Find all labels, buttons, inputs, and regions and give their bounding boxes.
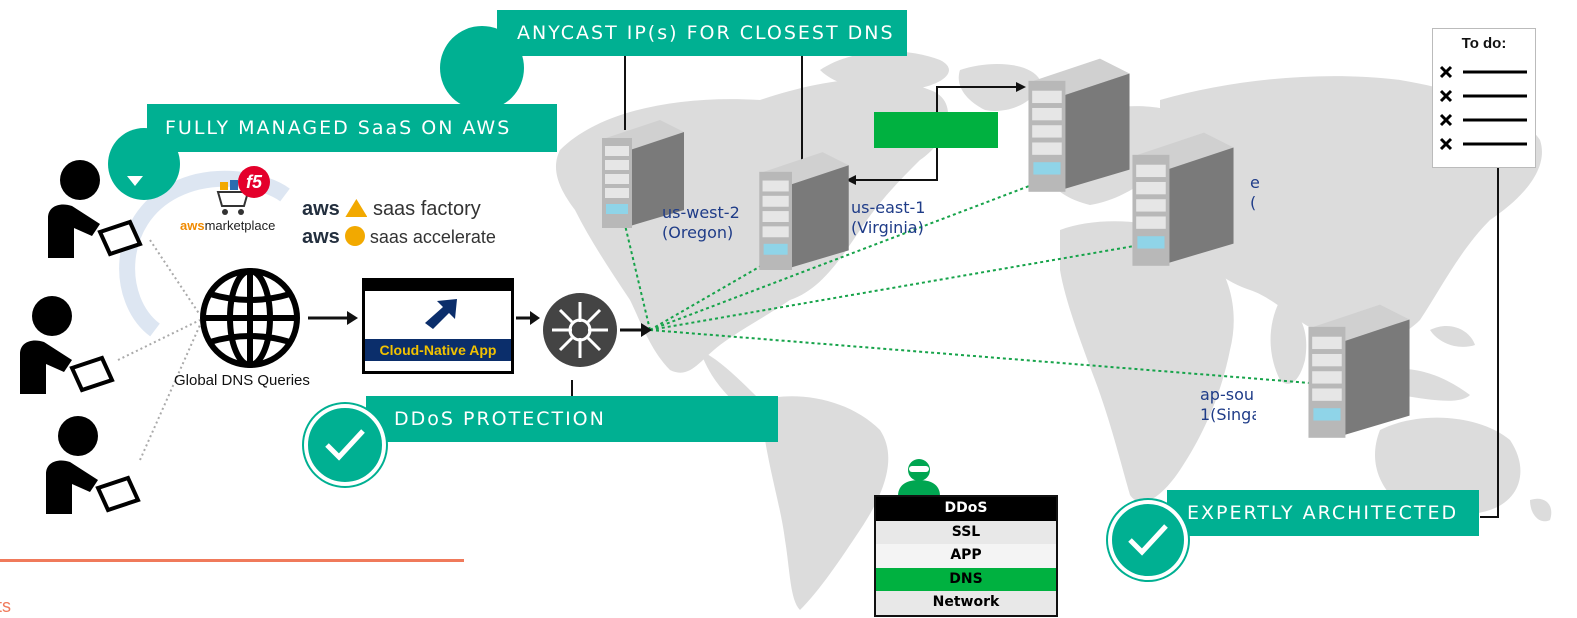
router-icon xyxy=(543,293,617,367)
saas-factory-logo: aws saas factory xyxy=(302,198,481,221)
region-us-west-2-name: (Oregon) xyxy=(662,223,734,242)
app-label-bar: Cloud-Native App xyxy=(365,339,511,361)
checkmark-icon xyxy=(325,429,365,461)
server-icon xyxy=(602,120,684,228)
region-us-east-1: us-east-1 (Virginia) xyxy=(851,198,925,238)
region-ap-south-name: 1(Singa xyxy=(1200,405,1256,424)
arrow-down-icon xyxy=(127,176,143,186)
marketplace-cart-icon xyxy=(216,180,250,215)
global-dns-label: Global DNS Queries xyxy=(174,372,310,389)
user-icon xyxy=(20,296,115,394)
managed-banner-label: FULLY MANAGED SaaS ON AWS xyxy=(165,117,512,139)
saas-factory-text: saas factory xyxy=(372,198,481,220)
todo-title: To do: xyxy=(1461,35,1507,52)
region-ap-south-code: ap-sou xyxy=(1200,385,1254,404)
user-icon xyxy=(48,160,143,258)
stack-layer-network: Network xyxy=(876,591,1056,615)
anycast-banner: ANYCAST IP(s) FOR CLOSEST DNS xyxy=(497,10,907,56)
footer-divider xyxy=(0,559,464,562)
server-icon xyxy=(1308,304,1410,438)
aws-marketplace-aws: aws xyxy=(180,218,205,233)
ddos-check-circle xyxy=(304,404,386,486)
stack-layer-ddos: DDoS xyxy=(876,497,1056,521)
region-ap-south: ap-sou 1(Singa xyxy=(1200,385,1256,425)
f5-logo: f5 xyxy=(238,166,270,198)
region-us-east-1-name: (Virginia) xyxy=(851,218,924,237)
region-us-west-2-code: us-west-2 xyxy=(662,203,740,222)
saas-factory-icon xyxy=(345,199,368,217)
stack-layer-ssl: SSL xyxy=(876,520,1056,544)
region-us-west-2: us-west-2 (Oregon) xyxy=(662,203,740,243)
server-icon xyxy=(759,152,849,270)
user-connection-lines xyxy=(117,239,201,461)
saas-accelerate-text: saas accelerate xyxy=(369,227,496,247)
expert-check-circle xyxy=(1108,500,1188,580)
security-stack: DDoS SSL APP DNS Network xyxy=(874,495,1058,617)
app-window: Cloud-Native App xyxy=(362,278,514,374)
managed-banner: FULLY MANAGED SaaS ON AWS xyxy=(147,104,557,152)
saas-factory-aws: aws xyxy=(302,198,340,220)
region-us-east-1-code: us-east-1 xyxy=(851,198,926,217)
green-placeholder-box xyxy=(874,112,998,148)
globe-icon xyxy=(200,268,300,368)
region-eu-code: e xyxy=(1250,173,1260,192)
app-label: Cloud-Native App xyxy=(379,342,497,358)
aws-marketplace-logo: awsmarketplace xyxy=(180,218,275,233)
expert-banner: EXPERTLY ARCHITECTED xyxy=(1167,490,1479,536)
saas-accelerate-aws: aws xyxy=(302,226,340,248)
checkmark-icon xyxy=(1128,524,1168,556)
saas-accelerate-logo: aws saas accelerate xyxy=(302,226,496,249)
stack-layer-dns: DNS xyxy=(876,567,1056,591)
ddos-banner-label: DDoS PROTECTION xyxy=(394,408,606,430)
user-icon xyxy=(46,416,141,514)
stack-layer-app: APP xyxy=(876,544,1056,568)
todo-list-icon xyxy=(1439,65,1527,151)
f5-logo-text: f5 xyxy=(245,172,262,192)
todo-card: To do: xyxy=(1432,28,1536,168)
app-window-titlebar xyxy=(365,281,511,291)
managed-circle xyxy=(108,128,180,200)
security-person-icon xyxy=(898,459,940,496)
footer-text: efits xyxy=(0,596,12,616)
expert-banner-label: EXPERTLY ARCHITECTED xyxy=(1187,502,1459,524)
saas-accelerate-icon xyxy=(344,226,365,246)
server-icon xyxy=(1028,58,1130,192)
ddos-banner: DDoS PROTECTION xyxy=(366,396,778,442)
launch-arrow-icon xyxy=(425,299,457,329)
aws-marketplace-text: marketplace xyxy=(204,218,276,233)
server-icon xyxy=(1132,132,1234,266)
region-eu: e ( xyxy=(1250,173,1260,213)
anycast-banner-label: ANYCAST IP(s) FOR CLOSEST DNS xyxy=(517,22,895,44)
region-eu-name: ( xyxy=(1250,193,1257,212)
